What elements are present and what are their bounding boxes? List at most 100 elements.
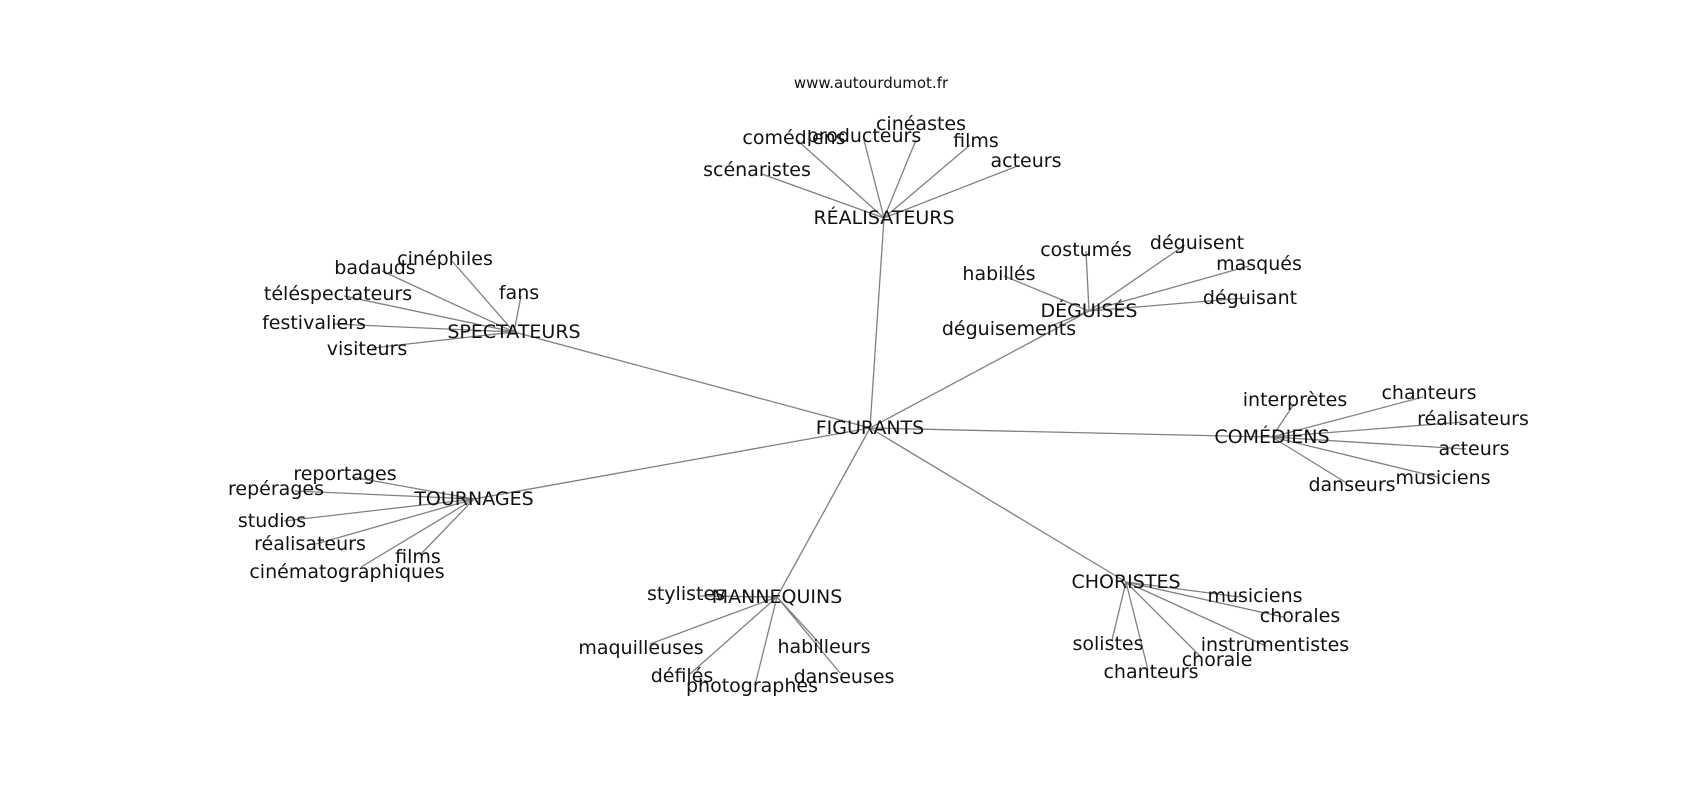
edge-mannequins-leaf xyxy=(689,596,778,675)
edge-choristes-leaf xyxy=(1125,581,1149,671)
leaf-label: déguisent xyxy=(1150,232,1244,254)
edge-spectateurs-leaf xyxy=(343,295,515,333)
hub-label-comediens: COMÉDIENS xyxy=(1214,425,1329,448)
leaf-label: musiciens xyxy=(1395,467,1490,489)
leaf-label: danseurs xyxy=(1308,474,1395,496)
edge-tournages-leaf xyxy=(294,490,475,500)
edge-tournages-leaf xyxy=(420,498,475,555)
leaf-label: chorale xyxy=(1182,649,1253,671)
leaf-label: téléspectateurs xyxy=(264,283,412,305)
leaf-label: cinéphiles xyxy=(397,248,493,270)
edge-choristes-leaf xyxy=(1125,581,1201,657)
edge-comediens-leaf xyxy=(1271,436,1467,450)
hub-label-spectateurs: SPECTATEURS xyxy=(447,321,580,343)
leaf-label: chorales xyxy=(1260,605,1340,627)
edge-root-mannequins xyxy=(776,427,871,598)
edge-spectateurs-leaf xyxy=(381,270,515,333)
leaf-label: réalisateurs xyxy=(254,533,366,555)
edge-deguises-leaf xyxy=(1088,297,1246,312)
edge-realisateurs-leaf xyxy=(883,139,917,219)
edge-comediens-leaf xyxy=(1271,421,1464,438)
edge-choristes-leaf xyxy=(1111,581,1127,641)
leaf-label: solistes xyxy=(1072,633,1143,655)
leaf-label: scénaristes xyxy=(703,159,811,181)
edge-comediens-leaf xyxy=(1271,436,1346,483)
leaf-label: producteurs xyxy=(807,125,922,147)
leaf-label: fans xyxy=(499,282,539,304)
leaf-label: visiteurs xyxy=(327,338,408,360)
leaf-label: acteurs xyxy=(1439,438,1510,460)
leaf-label: stylistes xyxy=(647,583,725,605)
leaf-label: masqués xyxy=(1216,253,1302,275)
edge-comediens-leaf xyxy=(1271,436,1438,478)
edge-realisateurs-leaf xyxy=(883,144,971,219)
edge-tournages-leaf xyxy=(351,476,475,500)
hub-label-mannequins: MANNEQUINS xyxy=(712,586,843,608)
leaf-label: réalisateurs xyxy=(1417,408,1529,430)
leaf-label: musiciens xyxy=(1207,585,1302,607)
edge-deguises-leaf xyxy=(1047,310,1090,328)
leaf-label: cinématographiques xyxy=(249,561,444,583)
edge-spectateurs-leaf xyxy=(371,331,515,349)
root-node-label: FIGURANTS xyxy=(816,417,924,439)
edge-tournages-leaf xyxy=(315,498,475,545)
edge-mannequins-leaf xyxy=(754,596,778,686)
leaf-label: studios xyxy=(238,510,306,532)
edge-spectateurs-leaf xyxy=(451,260,515,333)
leaf-label: reportages xyxy=(293,463,396,485)
edge-comediens-leaf xyxy=(1271,396,1424,438)
edge-root-spectateurs xyxy=(513,331,871,429)
edge-root-tournages xyxy=(473,427,871,500)
leaf-label: déguisant xyxy=(1203,287,1297,309)
edge-root-choristes xyxy=(869,427,1127,583)
site-credit: www.autourdumot.fr xyxy=(794,74,949,92)
leaf-label: films xyxy=(395,546,441,568)
leaf-label: repérages xyxy=(228,478,324,500)
leaf-label: maquilleuses xyxy=(578,637,703,659)
leaf-label: habillés xyxy=(962,263,1035,285)
leaf-label: costumés xyxy=(1040,239,1132,261)
leaf-label: cinéastes xyxy=(876,113,966,135)
edge-root-realisateurs xyxy=(869,217,885,429)
edge-mannequins-leaf xyxy=(776,596,841,674)
edge-spectateurs-leaf xyxy=(513,295,522,333)
edge-realisateurs-leaf xyxy=(863,139,885,219)
leaf-label: acteurs xyxy=(991,150,1062,172)
leaf-label: chanteurs xyxy=(1381,382,1476,404)
edge-tournages-leaf xyxy=(283,498,475,522)
edge-mannequins-leaf xyxy=(649,596,778,645)
leaf-label: interprètes xyxy=(1243,389,1347,411)
edge-choristes-leaf xyxy=(1125,581,1241,598)
edge-choristes-leaf xyxy=(1125,581,1284,618)
edge-mannequins-leaf xyxy=(699,595,778,598)
edge-spectateurs-leaf xyxy=(333,323,515,333)
edge-deguises-leaf xyxy=(1088,244,1186,312)
edge-root-comediens xyxy=(869,427,1273,438)
edge-realisateurs-leaf xyxy=(796,139,885,219)
labels-layer: FIGURANTS RÉALISATEURS comédiensproducteur… xyxy=(228,113,1529,697)
edge-choristes-leaf xyxy=(1125,581,1267,647)
leaf-label: films xyxy=(953,130,999,152)
leaf-label: photographes xyxy=(686,675,818,697)
leaf-label: badauds xyxy=(334,257,415,279)
edge-deguises-leaf xyxy=(1085,250,1090,312)
edge-realisateurs-leaf xyxy=(883,164,1021,219)
edge-deguises-leaf xyxy=(1003,275,1090,312)
edge-deguises-leaf xyxy=(1088,265,1250,312)
edge-tournages-leaf xyxy=(360,498,475,568)
leaf-label: festivaliers xyxy=(262,312,366,334)
leaf-label: instrumentistes xyxy=(1201,634,1349,656)
leaf-label: comédiens xyxy=(742,127,845,149)
leaf-label: habilleurs xyxy=(777,636,870,658)
hub-label-realisateurs: RÉALISATEURS xyxy=(813,206,954,229)
leaf-label: défilés xyxy=(651,665,714,687)
leaf-label: danseuses xyxy=(794,666,895,688)
hub-label-choristes: CHORISTES xyxy=(1071,571,1180,593)
edge-root-deguises xyxy=(869,310,1090,429)
edge-realisateurs-leaf xyxy=(761,173,885,219)
edges-layer xyxy=(283,139,1467,686)
leaf-label: chanteurs xyxy=(1103,661,1198,683)
leaf-label: déguisements xyxy=(942,318,1076,340)
hub-label-deguises: DÉGUISÉS xyxy=(1041,299,1138,322)
